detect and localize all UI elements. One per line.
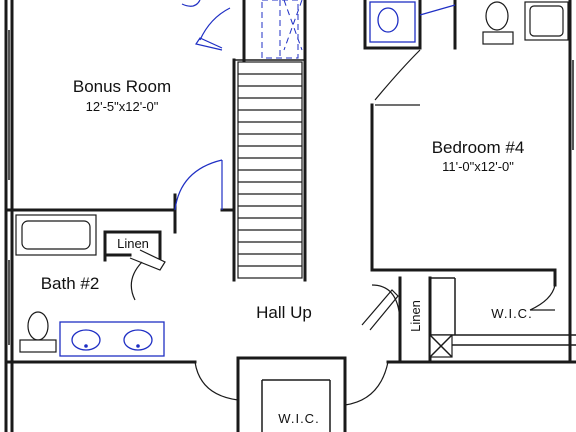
walls bbox=[4, 0, 576, 432]
toilet bbox=[27, 311, 49, 341]
hall-up-label: Hall Up bbox=[256, 303, 312, 322]
double-vanity bbox=[59, 321, 165, 357]
doors bbox=[129, 0, 556, 406]
upper-bath-fixtures bbox=[369, 1, 569, 45]
sink-icon bbox=[123, 329, 153, 351]
sink-icon bbox=[377, 7, 399, 33]
windows bbox=[8, 30, 574, 345]
linen-closet-label: Linen bbox=[408, 300, 423, 332]
bath-2-name: Bath #2 bbox=[41, 274, 100, 293]
bonus-room-dims: 12'-5"x12'-0" bbox=[86, 99, 159, 114]
stair-treads bbox=[238, 73, 302, 267]
bath-2-fixtures bbox=[15, 214, 165, 357]
sink-icon bbox=[71, 329, 101, 351]
stair-top-closet bbox=[261, 0, 303, 59]
bonus-room-name: Bonus Room bbox=[73, 77, 171, 96]
wic-label: W.I.C. bbox=[491, 306, 532, 321]
bedroom-4-dims: 11'-0"x12'-0" bbox=[442, 159, 514, 174]
vanity bbox=[369, 1, 416, 43]
wic-label: W.I.C. bbox=[278, 411, 319, 426]
staircase bbox=[237, 61, 303, 279]
bedroom-4-name: Bedroom #4 bbox=[432, 138, 525, 157]
toilet bbox=[485, 1, 509, 31]
linen-closet-label: Linen bbox=[117, 236, 149, 251]
